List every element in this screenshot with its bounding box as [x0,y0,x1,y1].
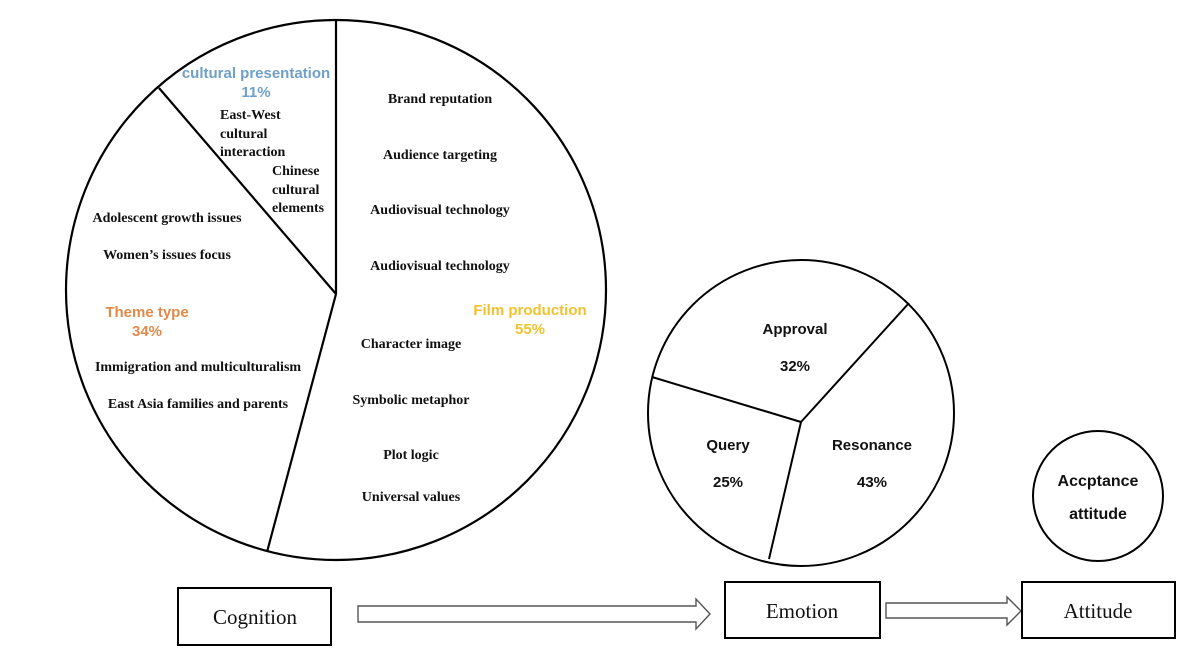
segment-title-theme-type: Theme type [105,304,188,321]
stage-label-attitude: Attitude [1064,599,1133,623]
item-immigration: Immigration and multiculturalism [95,360,301,375]
item-east-asia-families: East Asia families and parents [108,397,289,412]
emotion-divider-upper-right [800,302,910,423]
divider-bottom [265,293,338,553]
attitude-circle [1032,430,1164,562]
item-chinese-3: elements [272,201,325,216]
item-audiovisual-technology-2: Audiovisual technology [370,259,510,274]
attitude-circle-group: Accptance attitude [1032,430,1164,562]
emotion-percent-approval: 32% [780,358,810,375]
stage-label-cognition: Cognition [213,605,298,629]
emotion-pie: Approval 32% Query 25% Resonance 43% [647,259,955,567]
emotion-percent-query: 25% [713,474,743,491]
stage-label-emotion: Emotion [766,599,839,623]
flow: Cognition Emotion Attitude [177,581,1176,646]
item-chinese-1: Chinese [272,164,319,179]
item-character-image: Character image [361,337,461,352]
cognition-pie: cultural presentation 11% East-West cult… [64,18,608,562]
item-symbolic-metaphor: Symbolic metaphor [352,393,469,408]
item-brand-reputation: Brand reputation [388,92,493,107]
emotion-pie-circle [647,259,955,567]
segment-percent-theme-type: 34% [132,323,162,340]
segment-percent-film-production: 55% [515,321,545,338]
segment-title-film-production: Film production [473,302,586,319]
emotion-label-approval: Approval [762,321,827,338]
item-plot-logic: Plot logic [383,448,439,463]
item-audience-targeting: Audience targeting [383,148,497,163]
segment-percent-cultural-presentation: 11% [241,84,270,101]
item-audiovisual-technology-1: Audiovisual technology [370,203,510,218]
emotion-label-query: Query [706,437,750,454]
item-adolescent: Adolescent growth issues [92,211,242,226]
item-womens-issues: Women’s issues focus [103,248,231,263]
emotion-label-resonance: Resonance [832,437,912,454]
emotion-divider-bottom [768,421,802,560]
divider-upper-left [158,87,337,295]
item-east-west-1: East-West [220,108,281,123]
arrow-cognition-to-emotion [357,597,711,631]
arrow-emotion-to-attitude [885,595,1022,627]
emotion-divider-left [651,376,802,423]
stage-box-emotion [724,581,881,639]
item-chinese-2: cultural [272,183,320,198]
attitude-circle-line1: Accptance [1058,473,1139,490]
item-east-west-2: cultural [220,127,268,142]
stage-box-cognition [177,587,332,646]
item-universal-values: Universal values [362,490,461,505]
emotion-percent-resonance: 43% [857,474,887,491]
segment-title-cultural-presentation: cultural presentation [182,65,330,82]
attitude-circle-line2: attitude [1069,506,1127,523]
stage-box-attitude [1021,581,1176,639]
item-east-west-3: interaction [220,145,286,160]
